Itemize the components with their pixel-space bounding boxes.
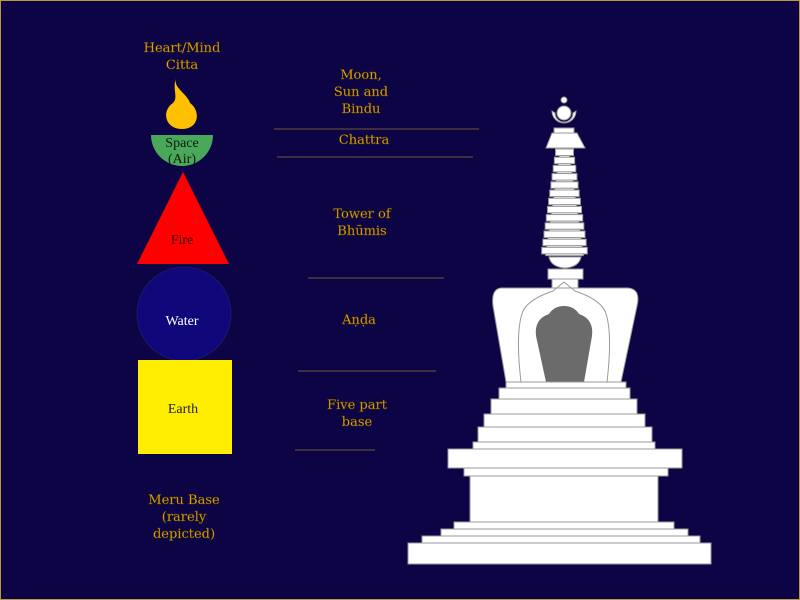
fire-triangle: [137, 172, 229, 264]
tower-tier: [553, 156, 576, 165]
base-step: [477, 426, 653, 443]
air-label: (Air): [168, 152, 196, 167]
flame-icon: [166, 77, 197, 129]
moon-label-2: Sun and: [334, 85, 388, 100]
space-bowl: [151, 135, 213, 166]
fire-label: Fire: [171, 233, 194, 248]
tower-label-2: Bhūmis: [337, 224, 386, 239]
water-label: Water: [165, 314, 198, 329]
stupa-illustration: [407, 96, 712, 565]
base-step: [472, 441, 656, 450]
tower-tier: [555, 148, 574, 156]
tower-tier: [546, 205, 583, 214]
base-step: [421, 535, 701, 544]
base-step: [407, 542, 712, 565]
tower-tier: [542, 238, 587, 247]
space-label: Space: [165, 136, 198, 151]
tower-tier-gap: [545, 253, 584, 257]
tower-tier: [544, 222, 585, 230]
tower-tier: [541, 246, 588, 255]
heart-mind-label: Heart/Mind: [144, 41, 221, 56]
meru-label-3: depicted): [153, 527, 215, 542]
base-step: [483, 413, 646, 428]
chattra-label: Chattra: [339, 133, 390, 148]
base-step: [453, 521, 675, 530]
meru-label-1: Meru Base: [148, 493, 220, 508]
base-step: [447, 448, 683, 469]
earth-label: Earth: [168, 402, 198, 417]
tower-tier: [552, 164, 577, 173]
tower-tier: [550, 181, 579, 189]
earth-square: [138, 360, 232, 454]
base-label-2: base: [342, 415, 373, 430]
tower-label-1: Tower of: [333, 207, 391, 222]
base-step: [469, 475, 659, 523]
base-step: [490, 398, 638, 415]
base-label-1: Five part: [327, 398, 388, 413]
tower-tier: [551, 173, 578, 181]
moon-label-1: Moon,: [340, 68, 381, 83]
base-step: [463, 467, 669, 477]
base-step: [440, 528, 689, 537]
niche: [535, 306, 593, 382]
tower-tier: [549, 189, 580, 197]
tower-tier: [548, 197, 581, 206]
meru-label-2: (rarely: [162, 510, 207, 525]
tower-tier: [543, 230, 586, 238]
base-step: [505, 381, 627, 389]
base-step: [498, 387, 631, 400]
anda-label: Aṇḍa: [341, 313, 376, 328]
citta-label: Citta: [166, 58, 199, 73]
tower-tier: [545, 214, 584, 222]
moon-label-3: Bindu: [342, 102, 381, 117]
